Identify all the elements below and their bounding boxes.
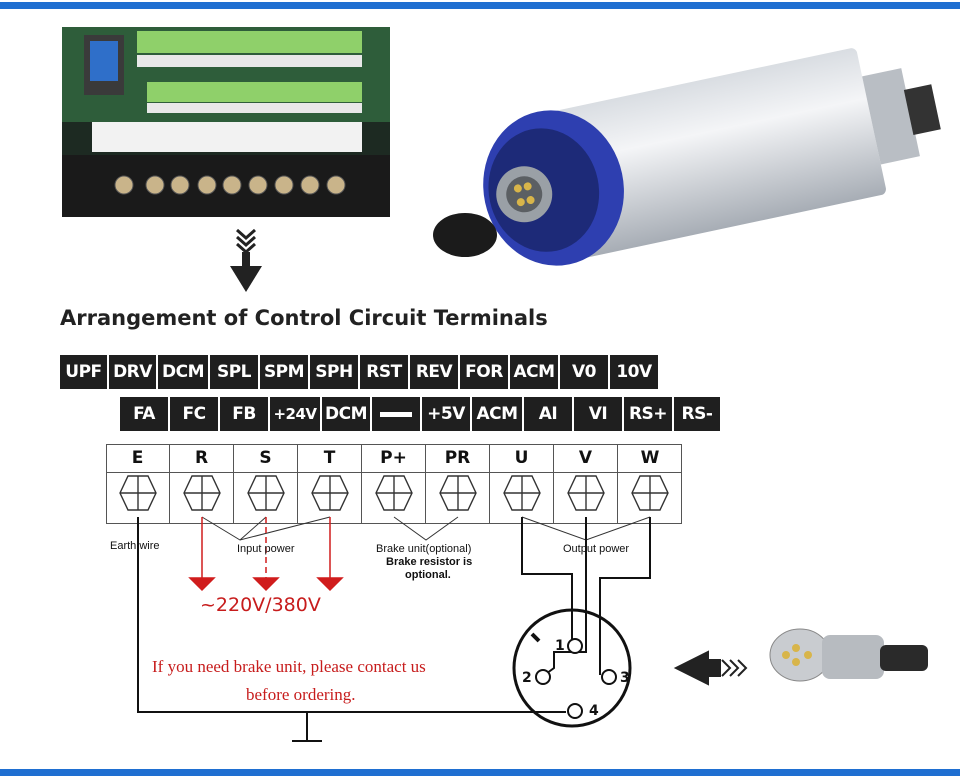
control-terminal: 10V bbox=[610, 355, 660, 389]
down-arrow-icon bbox=[316, 577, 344, 592]
control-terminal: DRV bbox=[109, 355, 158, 389]
control-terminal: VI bbox=[574, 397, 624, 431]
control-terminal: REV bbox=[410, 355, 460, 389]
brake-notice-line-1: If you need brake unit, please contact u… bbox=[152, 657, 426, 676]
down-arrow-icon bbox=[188, 577, 216, 592]
connector-outline bbox=[512, 608, 632, 728]
main-terminal: PR bbox=[426, 444, 490, 524]
control-terminal: V0 bbox=[560, 355, 610, 389]
plug-photo bbox=[769, 628, 928, 682]
control-terminal: FOR bbox=[460, 355, 510, 389]
brake-bracket bbox=[393, 516, 459, 541]
terminal-screw-icon bbox=[567, 475, 605, 511]
voltage-label: ~220V/380V bbox=[200, 594, 321, 616]
control-terminal: RST bbox=[360, 355, 410, 389]
brake-note-line-2: optional. bbox=[405, 569, 451, 581]
control-terminal: +5V bbox=[422, 397, 472, 431]
connector-pin bbox=[535, 669, 551, 685]
terminal-screw-icon bbox=[375, 475, 413, 511]
bottom-accent-bar bbox=[0, 769, 960, 776]
main-terminal-block bbox=[106, 444, 682, 524]
control-terminal: DCM bbox=[158, 355, 210, 389]
control-terminal: AI bbox=[524, 397, 574, 431]
control-terminal: RS+ bbox=[624, 397, 674, 431]
top-accent-bar bbox=[0, 2, 960, 9]
main-terminal-label: P+ bbox=[362, 444, 425, 473]
output-power-label: Output power bbox=[563, 543, 630, 555]
terminal-screw-icon bbox=[631, 475, 669, 511]
control-terminal: FA bbox=[120, 397, 170, 431]
spindle-motor-photo bbox=[433, 48, 941, 266]
terminal-screw-icon bbox=[311, 475, 349, 511]
dash-symbol bbox=[380, 411, 412, 417]
terminal-screw-icon bbox=[503, 475, 541, 511]
main-terminal-label: S bbox=[234, 444, 297, 473]
main-terminal-label: V bbox=[554, 444, 617, 473]
main-terminal-label: U bbox=[490, 444, 553, 473]
section-title: Arrangement of Control Circuit Terminals bbox=[60, 306, 548, 330]
brake-unit-label: Brake unit(optional) bbox=[376, 543, 472, 555]
main-terminal-label: T bbox=[298, 444, 361, 473]
terminal-screw-icon bbox=[183, 475, 221, 511]
terminal-screw-icon bbox=[247, 475, 285, 511]
earth-wire-label: Earth wire bbox=[110, 540, 160, 552]
control-terminal: ACM bbox=[472, 397, 524, 431]
connector-pin-label: 3 bbox=[620, 670, 630, 686]
control-terminal: SPM bbox=[260, 355, 310, 389]
main-terminal: U bbox=[490, 444, 554, 524]
main-terminal: E bbox=[106, 444, 170, 524]
control-terminal: FC bbox=[170, 397, 220, 431]
main-terminal: W bbox=[618, 444, 682, 524]
control-terminal: ACM bbox=[510, 355, 560, 389]
control-terminal: SPH bbox=[310, 355, 360, 389]
inverter-terminal-photo bbox=[62, 27, 390, 217]
brake-note-line-1: Brake resistor is bbox=[386, 556, 473, 568]
main-terminal: V bbox=[554, 444, 618, 524]
control-terminal: UPF bbox=[60, 355, 109, 389]
main-terminal-label: E bbox=[106, 444, 169, 473]
terminal-screw-icon bbox=[439, 475, 477, 511]
control-terminal: RS- bbox=[674, 397, 722, 431]
brake-notice-line-2: before ordering. bbox=[246, 685, 356, 704]
connector-pin bbox=[567, 703, 583, 719]
input-power-label: Input power bbox=[237, 543, 295, 555]
control-terminal: SPL bbox=[210, 355, 260, 389]
connector-pin bbox=[567, 638, 583, 654]
connector-pin-label: 2 bbox=[522, 670, 532, 686]
main-terminal-label: PR bbox=[426, 444, 489, 473]
main-terminal: S bbox=[234, 444, 298, 524]
control-terminal: +24V bbox=[270, 397, 322, 431]
main-terminal: P+ bbox=[362, 444, 426, 524]
down-arrow-icon bbox=[230, 228, 262, 292]
terminal-screw-icon bbox=[119, 475, 157, 511]
connector-pin bbox=[601, 669, 617, 685]
connector-pin-label: 1 bbox=[555, 638, 565, 654]
control-terminal-dash bbox=[372, 397, 422, 431]
down-arrow-icon bbox=[252, 577, 280, 592]
main-terminal-label: R bbox=[170, 444, 233, 473]
control-terminal: DCM bbox=[322, 397, 372, 431]
main-terminal: T bbox=[298, 444, 362, 524]
main-terminal-label: W bbox=[618, 444, 682, 473]
left-arrow-icon bbox=[673, 650, 748, 686]
control-terminal: FB bbox=[220, 397, 270, 431]
main-terminal: R bbox=[170, 444, 234, 524]
connector-pin-label: 4 bbox=[589, 703, 599, 719]
